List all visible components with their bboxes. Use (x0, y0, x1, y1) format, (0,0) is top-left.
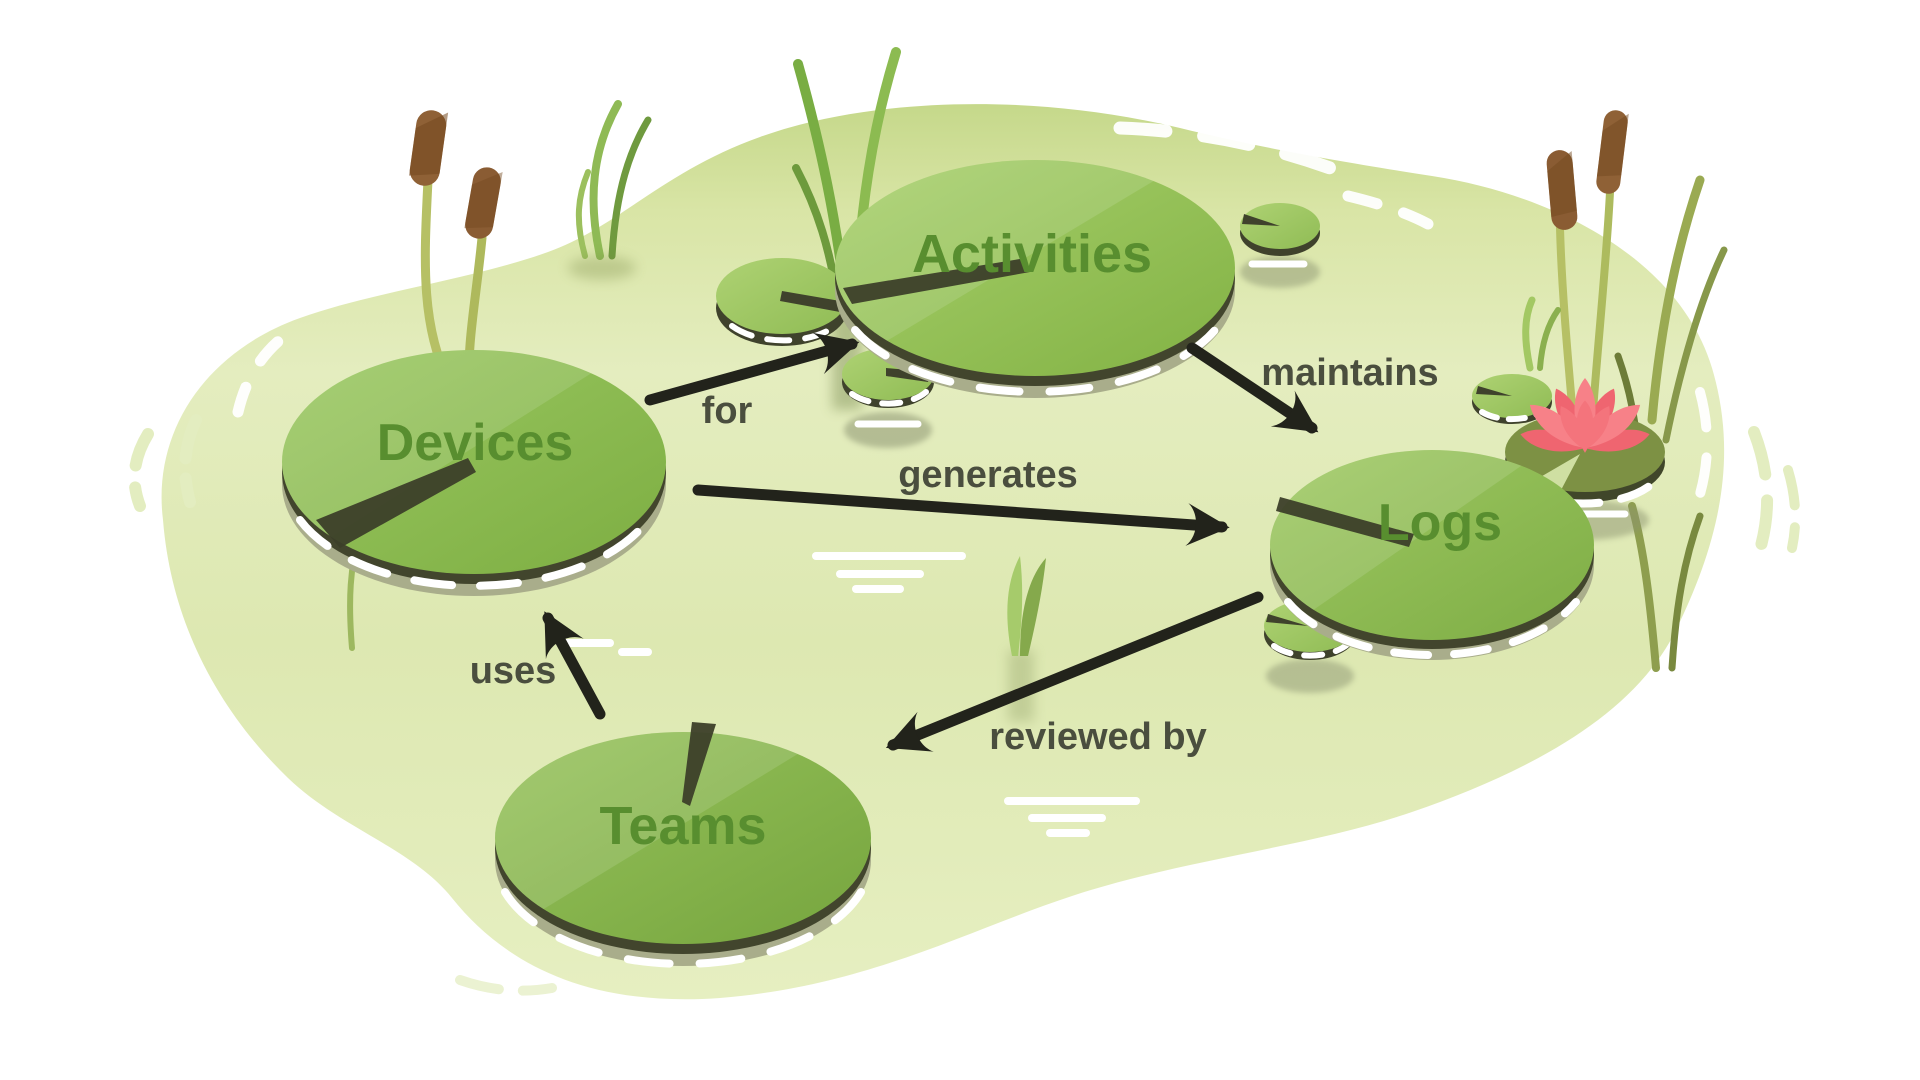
small-lily-pad-a (716, 258, 848, 346)
node-label-activities: Activities (912, 224, 1152, 284)
edge-label-reviewed-by: reviewed by (989, 716, 1207, 758)
arrow-for (644, 332, 860, 406)
small-lily-pad-c (1240, 203, 1320, 288)
node-label-teams: Teams (599, 796, 766, 856)
edge-label-uses: uses (470, 650, 557, 692)
lily-pad-activities (835, 160, 1235, 398)
edge-label-maintains: maintains (1261, 352, 1438, 394)
lotus-petals (1520, 378, 1650, 453)
edge-label-for: for (702, 390, 753, 432)
lily-pad-teams (495, 722, 871, 968)
grass-top-left (568, 100, 652, 280)
relationship-arrows (542, 332, 1319, 752)
node-label-devices: Devices (377, 414, 574, 472)
water-sprout-center (1007, 556, 1046, 722)
outer-ripples (128, 414, 1801, 996)
lily-pad-devices (282, 350, 666, 596)
lily-pad-logs (1270, 450, 1594, 660)
arrow-maintains (1186, 342, 1319, 434)
node-label-logs: Logs (1378, 494, 1502, 552)
edge-label-generates: generates (898, 454, 1078, 496)
arrow-uses (542, 611, 606, 720)
arrow-generates (692, 484, 1230, 546)
arrow-reviewed-by (885, 591, 1264, 752)
shoreline-ripples (232, 105, 1712, 499)
